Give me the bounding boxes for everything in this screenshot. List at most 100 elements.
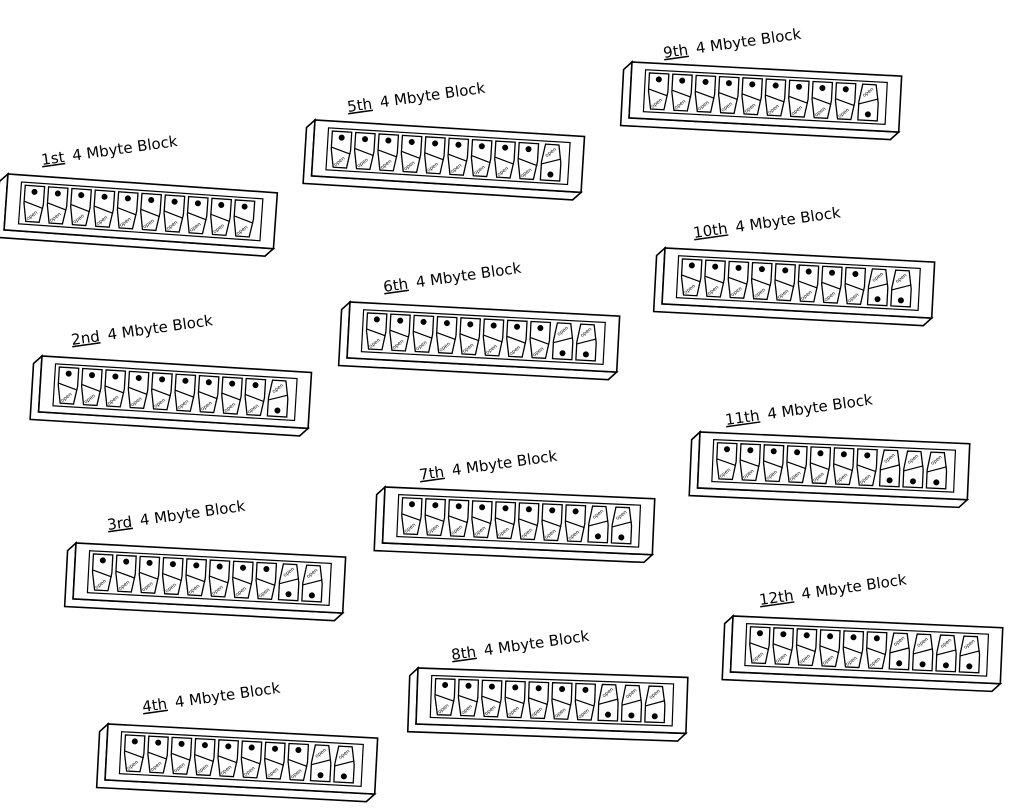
lever-outline [123, 734, 146, 773]
lever-edge [58, 382, 78, 391]
switch-lever-open: open [330, 130, 353, 169]
switch-lever-open: open [741, 77, 763, 116]
lever-edge [255, 577, 276, 587]
lever-edge [151, 388, 172, 397]
lever-edge [506, 335, 527, 344]
lever-dot [886, 477, 893, 484]
lever-edge [234, 215, 254, 224]
switch-lever-open: open [772, 627, 794, 666]
lever-outline [772, 627, 794, 666]
lever-outline [741, 77, 763, 116]
lever-outline [434, 677, 456, 716]
switch-lever-open: open [564, 504, 587, 543]
lever-edge [81, 383, 101, 393]
lever-outline [232, 560, 254, 599]
lever-edge [268, 394, 289, 401]
lever-edge [264, 757, 285, 766]
lever-edge [575, 698, 595, 707]
switch-lever-closed: open [911, 633, 934, 672]
switch-lever-open: open [435, 315, 458, 355]
lever-dot [112, 373, 119, 380]
lever-dot [840, 451, 847, 458]
lever-dot [285, 591, 292, 598]
lever-dot [702, 78, 709, 85]
lever-dot [478, 143, 485, 150]
lever-edge [749, 642, 770, 651]
switch-lever-open: open [680, 258, 703, 297]
block-ordinal: 8th [450, 643, 477, 664]
switch-lever-open: open [795, 628, 818, 667]
lever-outline [471, 500, 493, 539]
lever-dot [54, 190, 61, 197]
switch-lever-open: open [494, 501, 517, 540]
lever-dot [455, 141, 462, 148]
switch-lever-open: open [471, 500, 493, 539]
lever-outline [819, 629, 841, 668]
lever-edge [495, 517, 515, 526]
block-label-suffix: 4 Mbyte Block [483, 627, 591, 660]
switch-lever-closed: open [890, 269, 912, 308]
lever-outline [424, 136, 446, 175]
lever-edge [718, 92, 738, 101]
lever-outline [527, 681, 550, 720]
lever-edge [645, 700, 666, 707]
lever-dot [340, 773, 347, 780]
lever-dot [829, 269, 836, 276]
switch-lever-open: open [470, 138, 493, 178]
lever-edge [621, 699, 642, 706]
lever-outline [878, 449, 901, 488]
lever-edge [47, 202, 67, 211]
lever-dot [146, 559, 153, 566]
lever-edge [241, 756, 261, 765]
switch-lever-open: open [80, 367, 103, 407]
lever-dot [240, 564, 247, 571]
block-label-suffix: 4 Mbyte Block [415, 259, 523, 292]
lever-dot [864, 452, 871, 459]
block-ordinal: 9th [662, 41, 689, 62]
lever-outline [842, 630, 865, 669]
lever-edge [858, 98, 879, 105]
lever-edge [104, 385, 125, 394]
lever-outline [116, 191, 139, 230]
block-label-suffix: 4 Mbyte Block [174, 679, 282, 712]
lever-edge [232, 576, 253, 585]
lever-dot [547, 171, 554, 178]
lever-dot [432, 140, 439, 147]
lever-outline [457, 678, 480, 717]
lever-edge [518, 157, 538, 167]
switch-lever-closed: open [878, 449, 901, 488]
lever-edge [880, 464, 901, 471]
lever-edge [436, 332, 456, 341]
lever-outline [506, 319, 528, 358]
lever-edge [763, 460, 783, 469]
lever-dot [408, 138, 415, 145]
switch-lever-open: open [287, 742, 310, 781]
lever-outline [309, 744, 332, 783]
lever-edge [413, 330, 433, 339]
lever-outline [958, 635, 981, 674]
lever-edge [866, 647, 887, 656]
lever-edge [147, 751, 168, 760]
lever-outline [46, 186, 69, 225]
lever-edge [716, 458, 737, 467]
lever-edge [681, 274, 701, 283]
lever-outline [797, 264, 820, 303]
switch-lever-open: open [749, 626, 771, 665]
lever-dot [873, 635, 880, 642]
lever-edge [541, 519, 562, 528]
lever-outline [163, 194, 186, 233]
lever-outline [647, 72, 670, 111]
lever-dot [966, 663, 973, 670]
lever-outline [70, 187, 92, 227]
lever-outline [762, 444, 785, 483]
lever-outline [821, 265, 843, 304]
switch-lever-open: open [809, 446, 832, 485]
switch-lever-closed: open [644, 685, 666, 724]
switch-lever-open: open [762, 444, 785, 483]
